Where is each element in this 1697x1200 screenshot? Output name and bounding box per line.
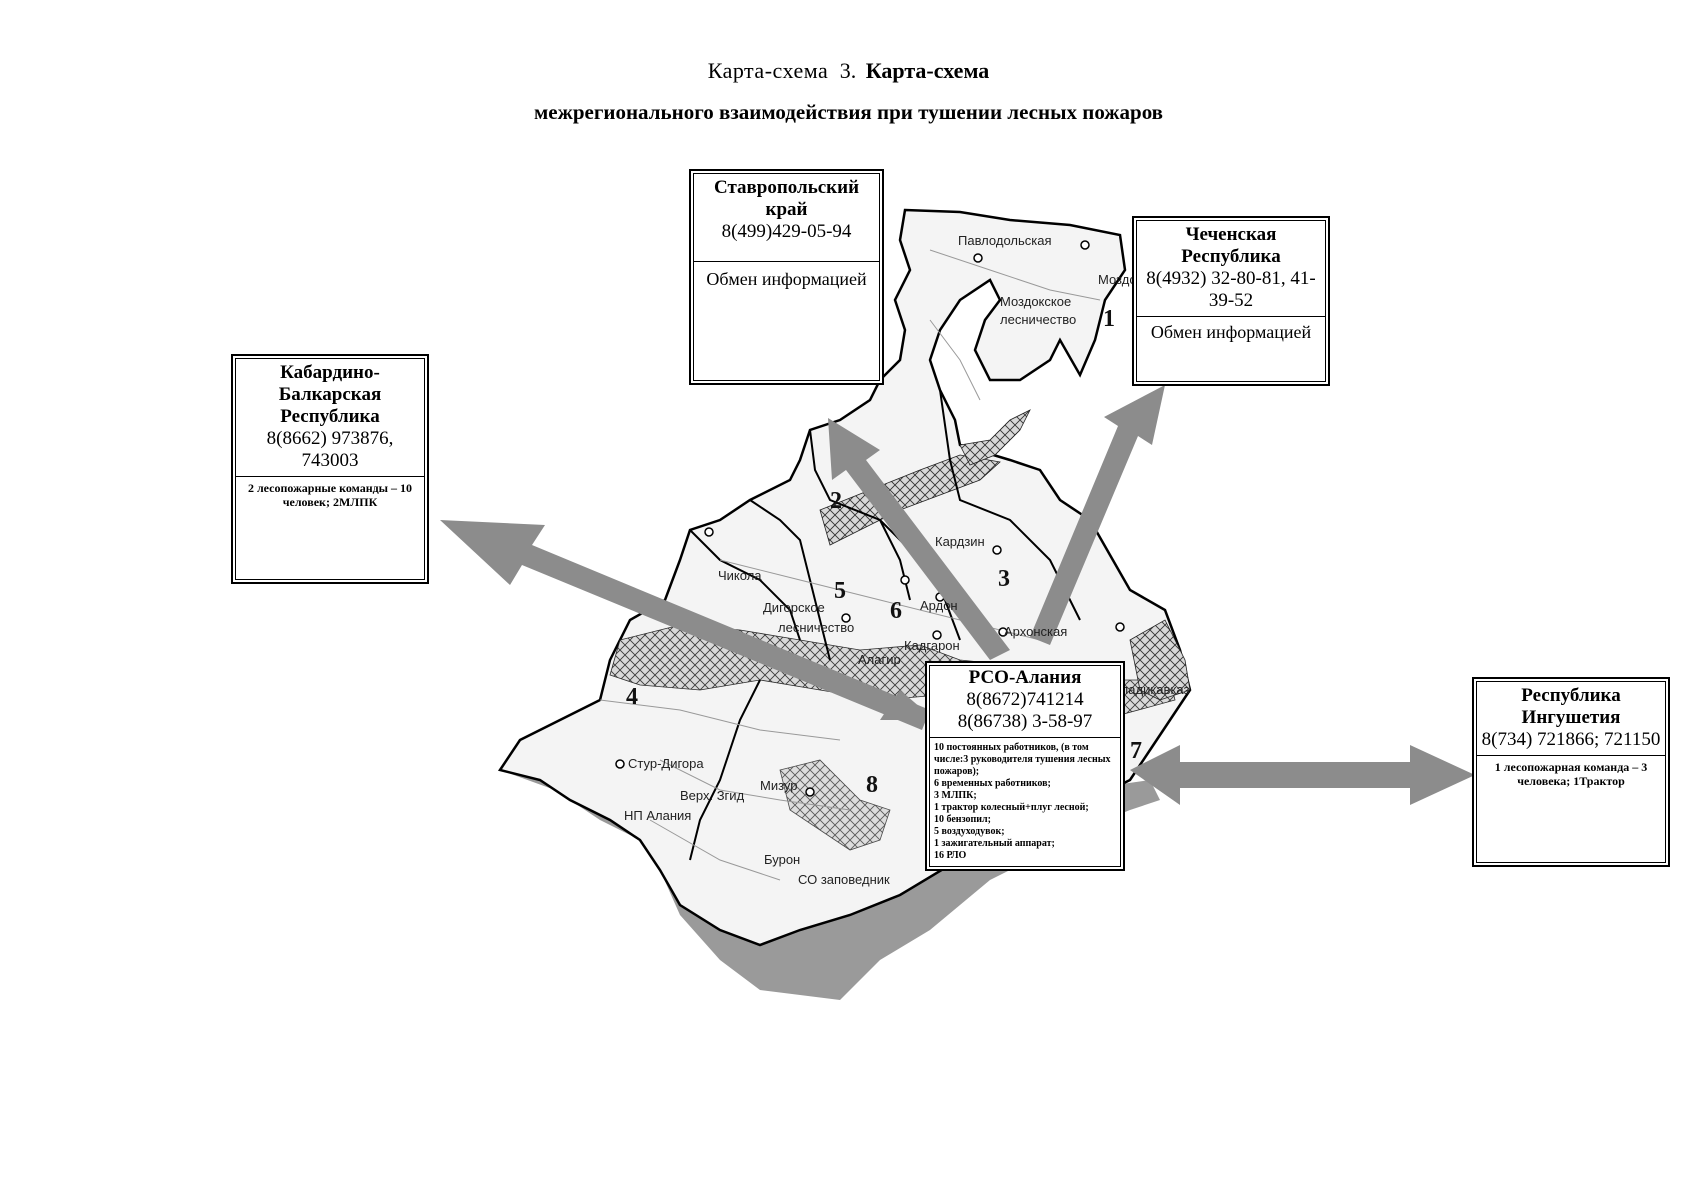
place-mozdok-forestry-1: Моздокское	[1000, 294, 1072, 309]
place-alagir: Алагир	[858, 652, 901, 667]
box-chechnya-info: Обмен информацией	[1137, 316, 1325, 347]
district-number-5: 5	[834, 578, 846, 604]
rso-item: 10 бензопил;	[934, 814, 991, 825]
box-stavropol-info: Обмен информацией	[694, 261, 879, 294]
district-number-3: 3	[998, 566, 1010, 592]
arrow-kbr-head-rso	[880, 690, 935, 720]
place-vladikavkaz: Владикавказ	[1112, 682, 1190, 697]
map-subtitle: межрегионального взаимодействия при туше…	[533, 100, 1164, 124]
place-mozdok: Моздок	[1098, 272, 1143, 287]
box-stavropol-head: Ставропольский край 8(499)429-05-94	[691, 171, 882, 247]
box-rso-phone1: 8(8672)741214	[966, 689, 1084, 710]
rso-item: 6 временных работников;	[934, 778, 1051, 789]
rso-item: 1 трактор колесный+плуг лесной;	[934, 802, 1089, 813]
rso-item: 16 РЛО	[934, 850, 967, 861]
place-reserve: СО заповедник	[798, 872, 890, 887]
place-pavlodolskaya: Павлодольская	[958, 233, 1052, 248]
place-np-alania: НП Алания	[624, 808, 692, 823]
box-ingushetia: Республика Ингушетия 8(734) 721866; 7211…	[1472, 677, 1670, 867]
title-bold: Карта-схема	[865, 58, 990, 83]
district-number-4: 4	[626, 684, 638, 710]
map-title: Карта-схема 3. Карта-схема	[0, 58, 1697, 84]
district-number-2: 2	[830, 488, 842, 514]
place-arkhonskaya: Архонская	[1004, 624, 1068, 639]
district-number-8: 8	[866, 772, 878, 798]
place-kardzhin: Кардзин	[935, 534, 985, 549]
forest-belt-east	[1129, 619, 1191, 701]
arrow-chechnya	[1030, 385, 1165, 645]
box-rso-resources: 10 постоянных работников, (в том числе:3…	[930, 737, 1120, 866]
box-rso-phone2: 8(86738) 3-58-97	[957, 711, 1093, 732]
box-kbr-name: Кабардино-Балкарская Республика	[278, 362, 382, 427]
box-stavropol-name: Ставропольский край	[713, 177, 860, 220]
box-rso-head: РСО-Алания 8(8672)741214 8(86738) 3-58-9…	[927, 663, 1123, 737]
place-kadgaron: Кадгарон	[904, 638, 960, 653]
arrow-kbr	[440, 520, 930, 730]
place-chikola: Чикола	[718, 568, 762, 583]
forest-belt-terek	[959, 409, 1031, 466]
box-rso-alania: РСО-Алания 8(8672)741214 8(86738) 3-58-9…	[925, 661, 1125, 871]
place-digora-forestry-1: Дигорское	[763, 600, 825, 615]
box-kbr-head: Кабардино-Балкарская Республика 8(8662) …	[233, 356, 427, 476]
arrow-ingushetia	[1130, 745, 1475, 805]
title-prefix: Карта-схема	[707, 58, 829, 83]
rso-item: 3 МЛПК;	[934, 790, 977, 801]
box-ingushetia-head: Республика Ингушетия 8(734) 721866; 7211…	[1474, 679, 1668, 755]
box-kbr-phone: 8(8662) 973876, 743003	[266, 428, 394, 471]
place-verkh-zgid: Верх. Згид	[680, 788, 745, 803]
place-digora-forestry-2: лесничество	[778, 620, 855, 635]
box-chechnya-name: Чеченская Республика	[1181, 224, 1281, 267]
interaction-arrows	[440, 385, 1475, 805]
box-ingushetia-name: Республика Ингушетия	[1521, 685, 1621, 728]
district-number-7: 7	[1130, 738, 1142, 764]
box-chechnya: Чеченская Республика 8(4932) 32-80-81, 4…	[1132, 216, 1330, 386]
title-number: 3.	[839, 58, 857, 83]
forest-south-patches	[779, 759, 891, 851]
rso-item: 1 зажигательный аппарат;	[934, 838, 1055, 849]
place-mizur: Мизур	[760, 778, 798, 793]
box-ingushetia-phone: 8(734) 721866; 721150	[1481, 729, 1661, 750]
district-number-1: 1	[1103, 306, 1115, 332]
place-mozdok-forestry-2: лесничество	[1000, 312, 1077, 327]
place-buron: Бурон	[764, 852, 801, 867]
place-ardon: Ардон	[920, 598, 958, 613]
box-kbr: Кабардино-Балкарская Республика 8(8662) …	[231, 354, 429, 584]
arrow-stavropol	[828, 418, 1010, 660]
box-chechnya-head: Чеченская Республика 8(4932) 32-80-81, 4…	[1134, 218, 1328, 316]
rso-item: 5 воздуходувок;	[934, 826, 1005, 837]
box-rso-name: РСО-Алания	[968, 667, 1082, 688]
settlement-markers	[615, 240, 1125, 797]
district-number-6: 6	[890, 598, 902, 624]
box-ingushetia-info: 1 лесопожарная команда – 3 человека; 1Тр…	[1477, 755, 1665, 792]
box-stavropol: Ставропольский край 8(499)429-05-94 Обме…	[689, 169, 884, 385]
box-kbr-info: 2 лесопожарные команды – 10 человек; 2МЛ…	[236, 476, 424, 513]
box-stavropol-phone: 8(499)429-05-94	[721, 221, 852, 242]
box-chechnya-phone: 8(4932) 32-80-81, 41-39-52	[1146, 268, 1316, 311]
place-stur-digora: Стур-Дигора	[628, 756, 704, 771]
rso-item: 10 постоянных работников, (в том числе:3…	[934, 742, 1111, 777]
